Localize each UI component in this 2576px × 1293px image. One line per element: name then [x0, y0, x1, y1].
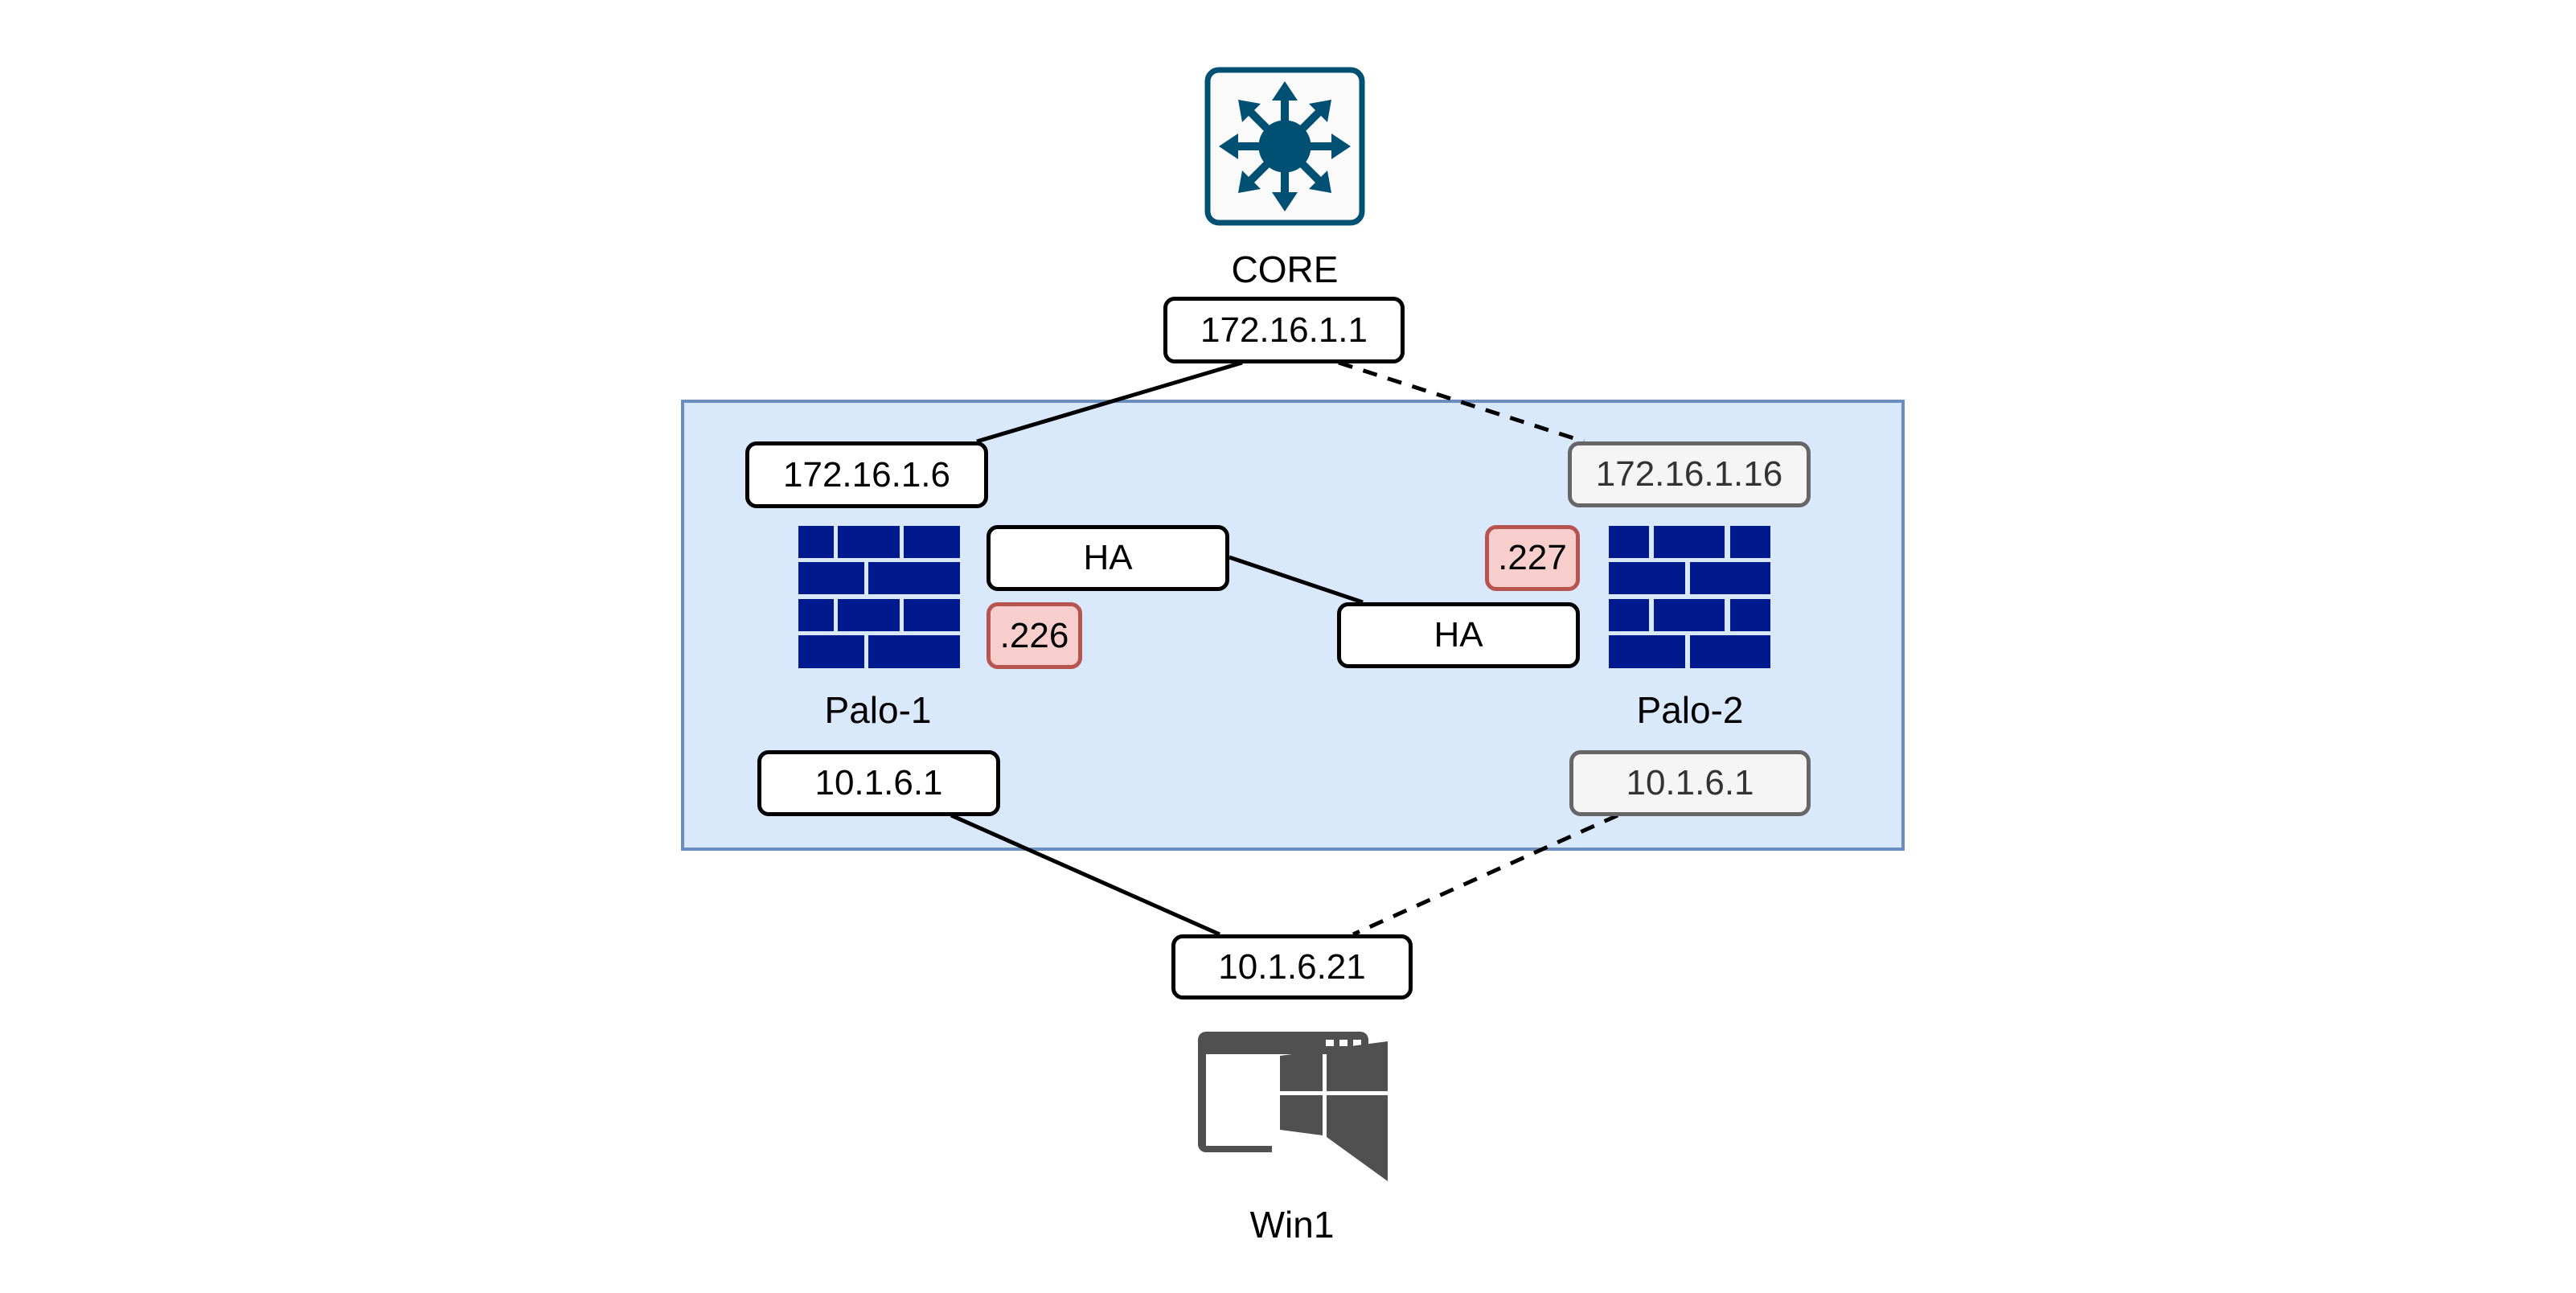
palo1-inside-ip[interactable]: 10.1.6.1 — [757, 750, 1000, 816]
firewall-icon — [1609, 526, 1770, 668]
link-palo2-win1[interactable] — [1352, 813, 1619, 937]
link-palo1-win1[interactable] — [950, 813, 1221, 937]
palo2-outside-ip[interactable]: 172.16.1.16 — [1568, 441, 1811, 507]
palo1-ha-label[interactable]: HA — [987, 525, 1229, 591]
core-switch[interactable] — [1204, 67, 1365, 226]
palo2-label: Palo-2 — [1636, 689, 1744, 731]
palo1-label: Palo-1 — [824, 689, 932, 731]
link-core-palo2[interactable] — [1338, 360, 1585, 444]
palo1-firewall[interactable] — [798, 526, 960, 668]
layer3-switch-icon — [1204, 67, 1365, 226]
win1-workstation[interactable] — [1198, 1032, 1391, 1184]
link-core-palo1[interactable] — [976, 360, 1243, 444]
firewall-icon — [798, 526, 960, 668]
win1-label: Win1 — [1249, 1204, 1335, 1246]
windows-workstation-icon — [1198, 1032, 1388, 1181]
core-ip-label[interactable]: 172.16.1.1 — [1163, 297, 1405, 363]
win1-ip-label[interactable]: 10.1.6.21 — [1171, 934, 1413, 1000]
palo1-outside-ip[interactable]: 172.16.1.6 — [745, 441, 988, 508]
palo2-ha-ip[interactable]: .227 — [1485, 525, 1580, 591]
palo2-ha-label[interactable]: HA — [1337, 602, 1580, 668]
palo2-firewall[interactable] — [1609, 526, 1770, 668]
palo2-inside-ip[interactable]: 10.1.6.1 — [1569, 750, 1811, 816]
link-ha[interactable] — [1229, 555, 1364, 605]
palo1-ha-ip[interactable]: .226 — [987, 602, 1082, 669]
core-label: CORE — [1231, 248, 1339, 290]
